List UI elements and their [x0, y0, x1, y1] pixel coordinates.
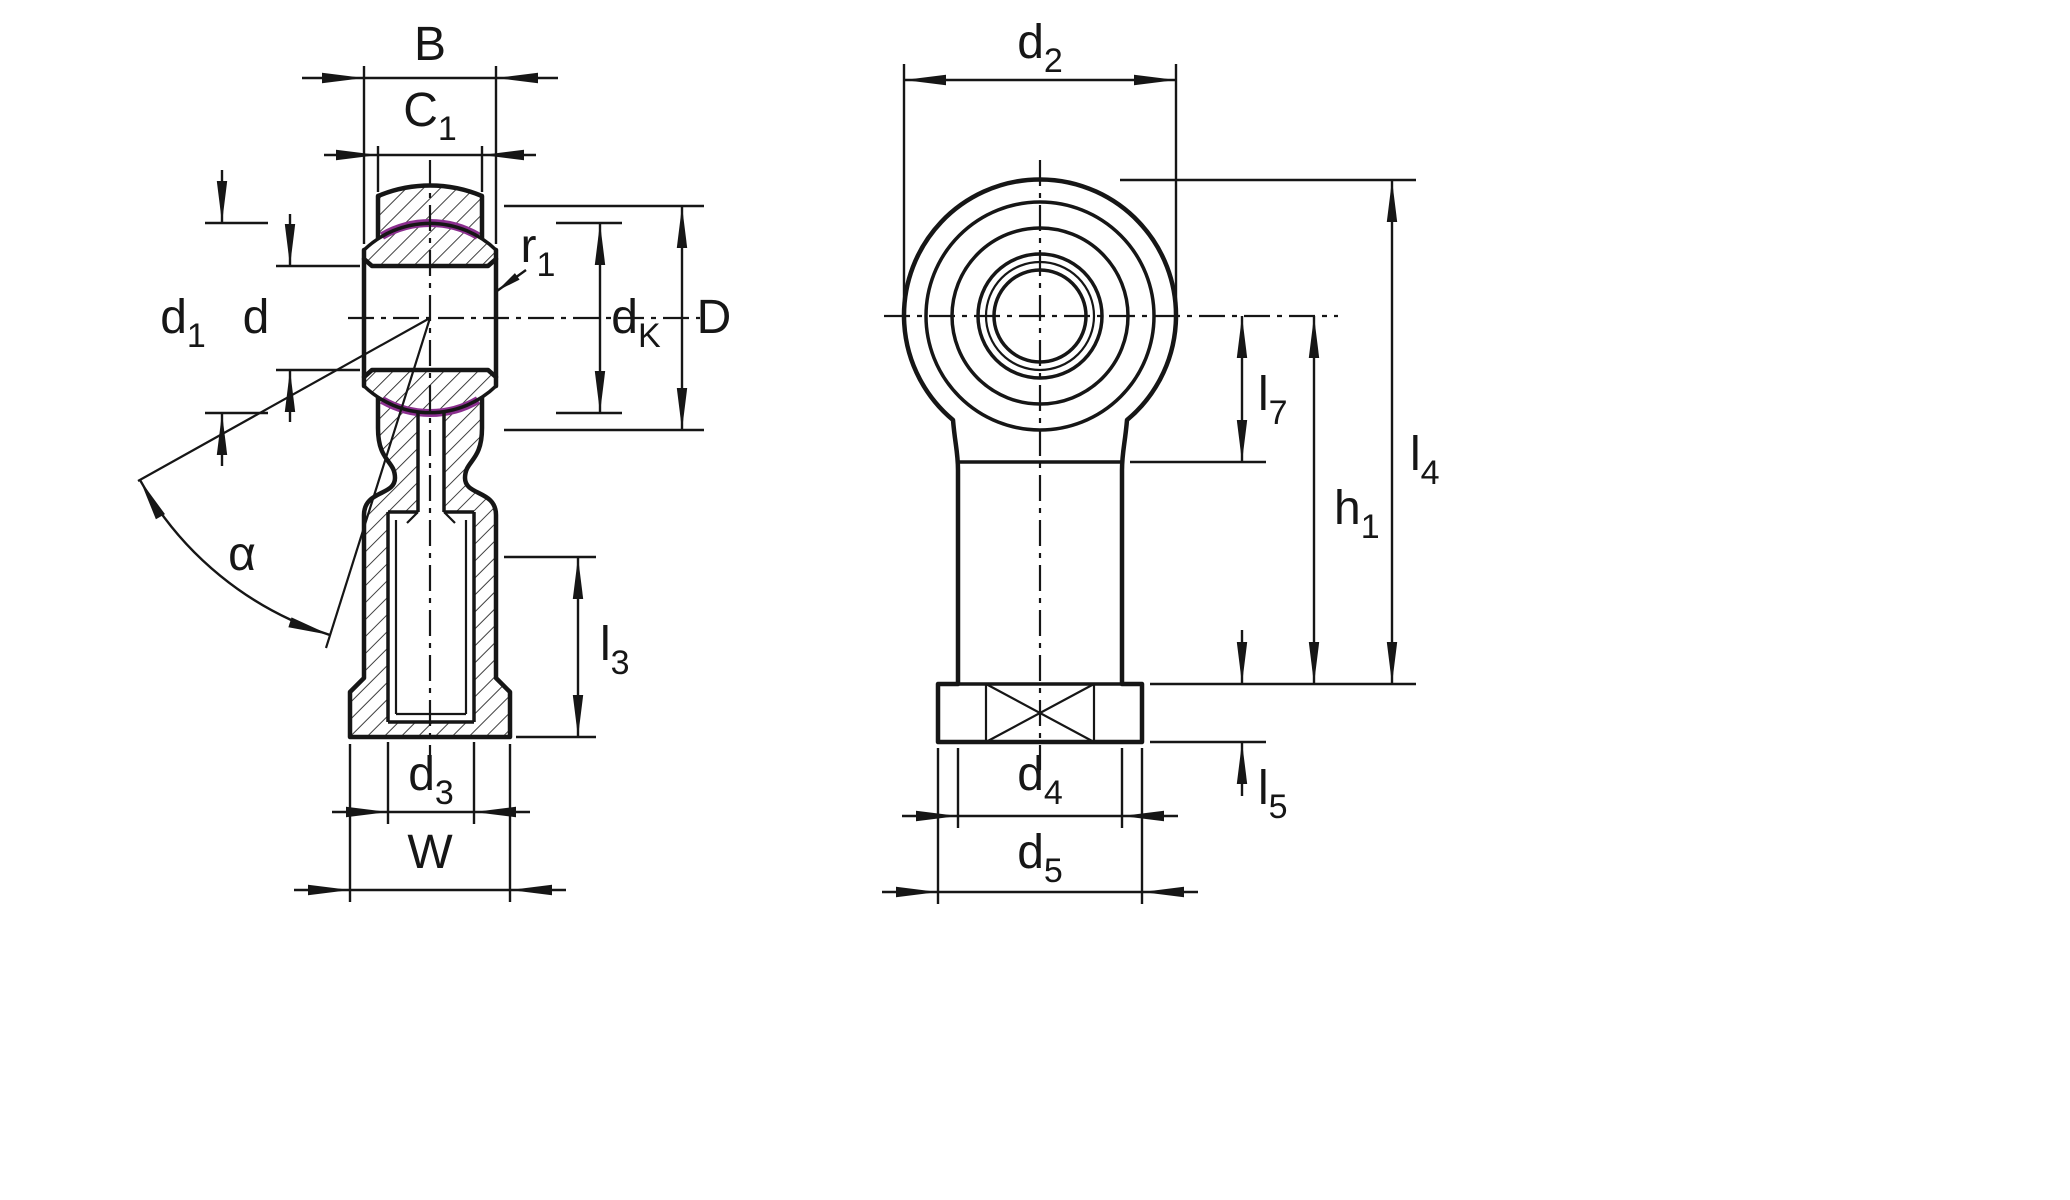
leader-line [496, 269, 527, 292]
label-d1: d1 [160, 291, 206, 355]
bore-bottom-edge [361, 367, 499, 380]
ext-line [276, 264, 360, 372]
dim-d2: d2 [902, 16, 1178, 306]
label-d3: d3 [408, 748, 454, 812]
thread-bore-outline [386, 412, 476, 724]
body-outline [901, 177, 1179, 745]
dim-B: B [302, 18, 558, 244]
shank-section [350, 398, 510, 737]
label-d: d [243, 291, 270, 344]
ext-line [205, 221, 268, 415]
ball-upper-section [364, 223, 496, 266]
right-centerlines [884, 160, 1338, 770]
left-centerlines [348, 160, 700, 768]
label-l3: l3 [600, 618, 630, 682]
label-l7: l7 [1258, 368, 1288, 432]
label-l5: l5 [1258, 762, 1288, 826]
ext-line [936, 748, 1144, 904]
dim-D: D [504, 204, 732, 432]
angle-leg-line [137, 317, 431, 482]
dim-W: W [294, 744, 566, 902]
label-r1: r1 [521, 220, 556, 284]
dim-d4: d4 [902, 748, 1178, 828]
left-view: B C1 d d1 r1 [137, 18, 732, 902]
dim-C1: C1 [324, 84, 536, 192]
label-W: W [407, 826, 453, 879]
angle-leg-line [324, 317, 432, 649]
label-dK: dK [611, 291, 661, 355]
label-d4: d4 [1017, 748, 1063, 812]
dim-d1: d1 [160, 170, 268, 466]
dim-l5: l5 [1150, 630, 1288, 826]
label-alpha: α [228, 528, 256, 581]
angle-arc [138, 479, 331, 637]
label-C1: C1 [403, 84, 457, 148]
dim-d5: d5 [882, 748, 1198, 904]
label-d5: d5 [1017, 826, 1063, 890]
ext-line [902, 64, 1178, 306]
dim-l3: l3 [504, 555, 630, 739]
ext-line [348, 744, 512, 902]
dim-alpha: α [137, 317, 432, 649]
right-view: d2 l7 h1 l4 l5 [882, 16, 1440, 904]
label-d2: d2 [1017, 16, 1063, 80]
ext-line [504, 555, 596, 739]
wrench-flat-mark [984, 683, 1096, 743]
dim-d3: d3 [332, 742, 530, 824]
label-l4: l4 [1410, 428, 1440, 492]
dim-d: d [243, 214, 360, 422]
ext-line [556, 221, 622, 415]
dim-l7: l7 [1130, 316, 1288, 464]
dim-h1: h1 [1150, 316, 1416, 686]
dim-r1: r1 [496, 220, 556, 292]
dim-dK: dK [556, 221, 661, 415]
label-B: B [414, 18, 446, 71]
ext-line [504, 204, 704, 432]
label-h1: h1 [1334, 482, 1380, 546]
dim-l4: l4 [1120, 178, 1440, 684]
label-D: D [697, 291, 732, 344]
